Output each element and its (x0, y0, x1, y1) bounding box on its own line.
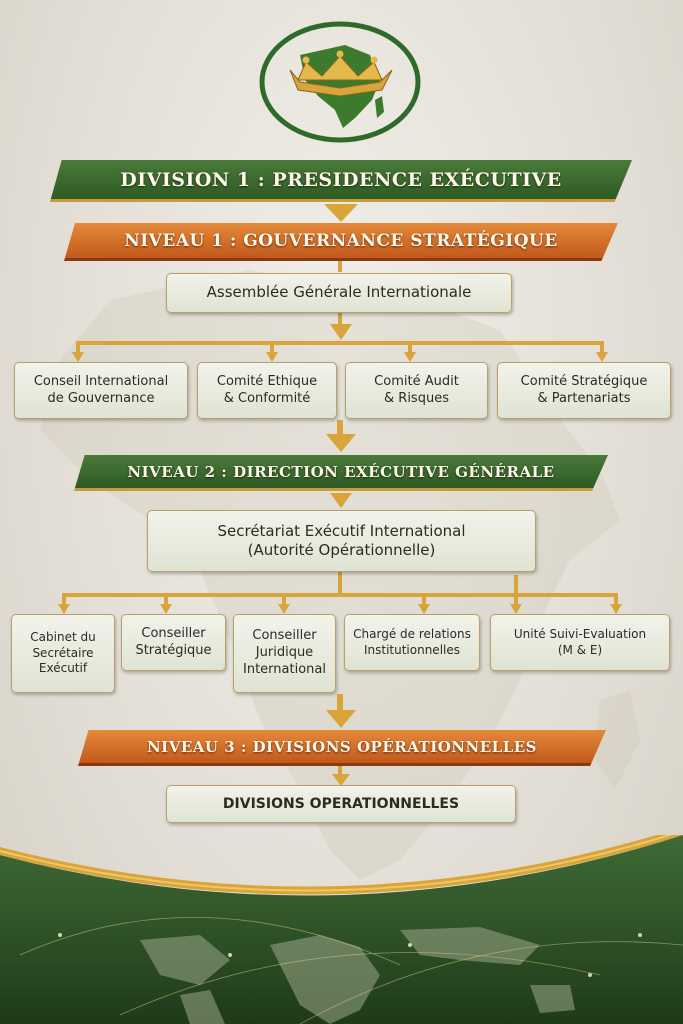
unit-box-cabinet: Cabinet du Secrétaire Exécutif (11, 614, 115, 693)
unit-label-line1: Chargé de relations (353, 626, 471, 641)
divisions-label: DIVISIONS OPERATIONNELLES (222, 795, 460, 812)
unit-label-line2: Juridique (255, 645, 314, 661)
unit-label-line2: Institutionnelles (363, 642, 460, 657)
world-map-footer (0, 835, 683, 1024)
committee-label-line1: Comité Ethique (216, 373, 318, 389)
committee-label-line2: & Partenariats (537, 390, 631, 406)
committee-label-line1: Comité Stratégique (520, 373, 648, 389)
committee-label-line1: Conseil International (33, 373, 169, 389)
level3-banner: NIVEAU 3 : DIVISIONS OPÉRATIONNELLES (78, 730, 606, 766)
secretariat-label-line2: (Autorité Opérationnelle) (247, 541, 436, 559)
assemblee-label: Assemblée Générale Internationale (206, 283, 472, 302)
secretariat-label-line1: Secrétariat Exécutif International (217, 521, 466, 540)
unit-label-line2: Stratégique (135, 642, 212, 658)
unit-box-conseiller-juridique: Conseiller Juridique International (233, 614, 336, 693)
committee-box-audit: Comité Audit & Risques (345, 362, 488, 419)
assemblee-box: Assemblée Générale Internationale (166, 273, 512, 313)
secretariat-box: Secrétariat Exécutif International (Auto… (147, 510, 536, 572)
committee-label-line2: & Risques (384, 390, 449, 406)
committee-label-line2: & Conformité (223, 390, 311, 406)
unit-box-suivi-evaluation: Unité Suivi-Evaluation (M & E) (490, 614, 670, 671)
divisions-box: DIVISIONS OPERATIONNELLES (166, 785, 516, 823)
level2-banner: NIVEAU 2 : DIRECTION EXÉCUTIVE GÉNÉRALE (74, 455, 608, 491)
level2-title: NIVEAU 2 : DIRECTION EXÉCUTIVE GÉNÉRALE (127, 462, 555, 481)
level1-banner: NIVEAU 1 : GOUVERNANCE STRATÉGIQUE (64, 223, 618, 261)
unit-label-line3: Exécutif (38, 661, 88, 676)
unit-box-relations: Chargé de relations Institutionnelles (344, 614, 480, 671)
unit-label-line1: Conseiller (141, 625, 206, 641)
committee-box-strategique: Comité Stratégique & Partenariats (497, 362, 671, 419)
unit-box-conseiller-strategique: Conseiller Stratégique (121, 614, 226, 671)
unit-label-line2: (M & E) (557, 642, 603, 657)
unit-label-line3: International (243, 661, 326, 677)
unit-label-line1: Conseiller (252, 628, 317, 644)
committee-label-line2: de Gouvernance (47, 390, 155, 406)
level1-title: NIVEAU 1 : GOUVERNANCE STRATÉGIQUE (124, 230, 558, 251)
emblem-logo (259, 21, 421, 143)
unit-label-line1: Cabinet du (30, 630, 96, 645)
division-title: DIVISION 1 : PRESIDENCE EXÉCUTIVE (120, 168, 562, 191)
committee-box-conseil: Conseil International de Gouvernance (14, 362, 188, 419)
committee-box-ethique: Comité Ethique & Conformité (197, 362, 337, 419)
unit-label-line1: Unité Suivi-Evaluation (513, 626, 647, 641)
unit-label-line2: Secrétaire (32, 645, 94, 660)
level3-title: NIVEAU 3 : DIVISIONS OPÉRATIONNELLES (146, 737, 538, 756)
committee-label-line1: Comité Audit (374, 373, 459, 389)
division-banner: DIVISION 1 : PRESIDENCE EXÉCUTIVE (50, 160, 632, 202)
